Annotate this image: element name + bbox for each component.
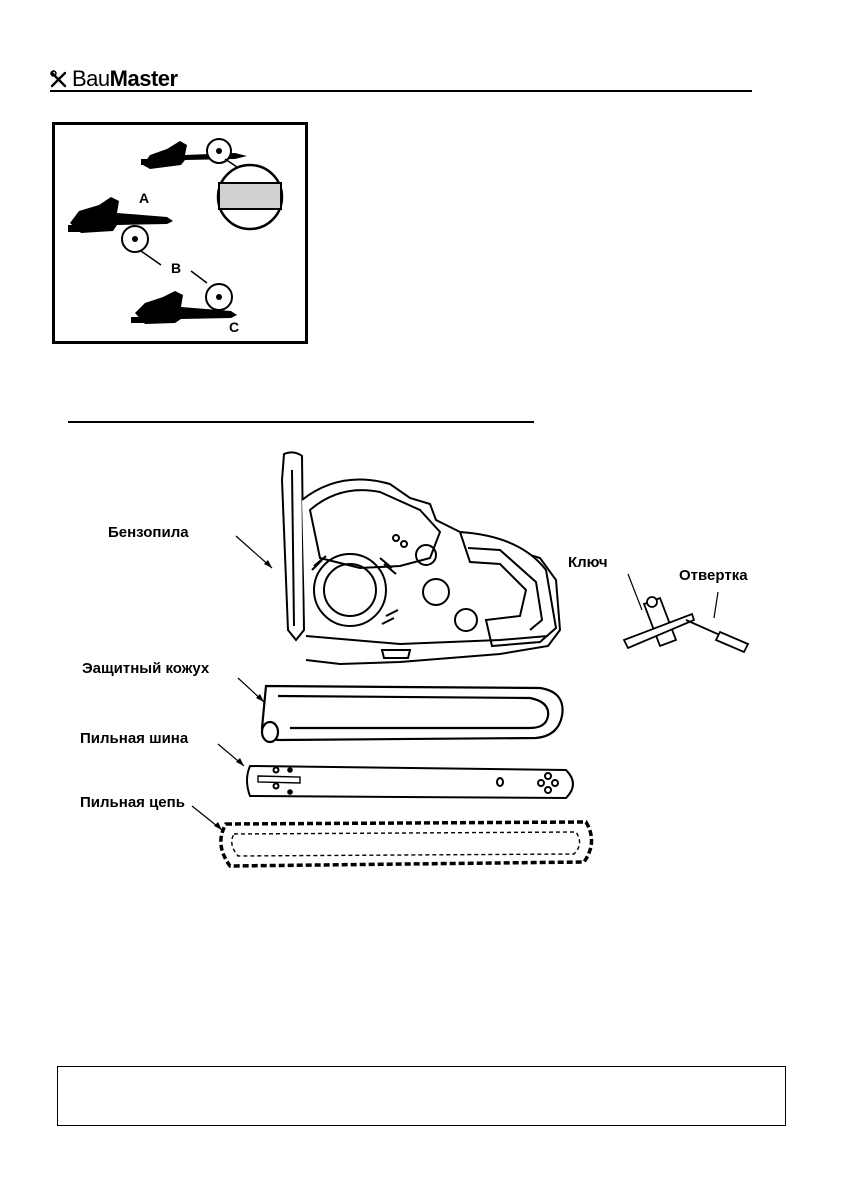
label-bar-cover: Эащитный кожух [82,660,210,677]
section-rule [68,421,534,423]
chainsaw-silhouette-bottom [131,291,237,324]
screwdriver-label-pointer [713,591,719,619]
bar-cover-drawing [260,684,564,744]
brand-logo: BauMaster [50,66,178,92]
package-contents-figure: Бензопила Ключ Отвертка Эащитный кожух П… [0,440,842,890]
label-chainsaw: Бензопила [108,524,189,541]
cutting-position-illustration: A B C [68,138,284,335]
label-key: Ключ [568,554,608,571]
label-screwdriver: Отвертка [679,567,748,584]
brand-part-1: Bau [72,66,110,91]
brand-part-2: Master [109,66,178,91]
chainsaw-silhouette-top [141,141,247,169]
label-c: C [229,319,239,335]
label-b: B [171,260,181,276]
package-contents-illustration [191,451,750,868]
key-label-pointer [627,573,643,611]
label-a: A [139,190,149,206]
combination-key-drawing [622,596,696,650]
saw-chain-drawing [219,820,594,868]
chainsaw-drawing [280,451,562,666]
chainsaw-silhouette-middle [68,197,173,233]
note-box [57,1066,786,1126]
label-saw-chain: Пильная цепь [80,794,185,811]
header-rule [50,90,752,92]
screwdriver-drawing [685,619,750,654]
guide-bar-drawing [246,764,574,800]
cutting-position-figure: A B C [52,122,308,344]
label-guide-bar: Пильная шина [80,730,189,747]
tools-icon [50,70,67,88]
brand-wordmark: BauMaster [72,66,178,92]
magnified-cut-detail [216,163,284,231]
